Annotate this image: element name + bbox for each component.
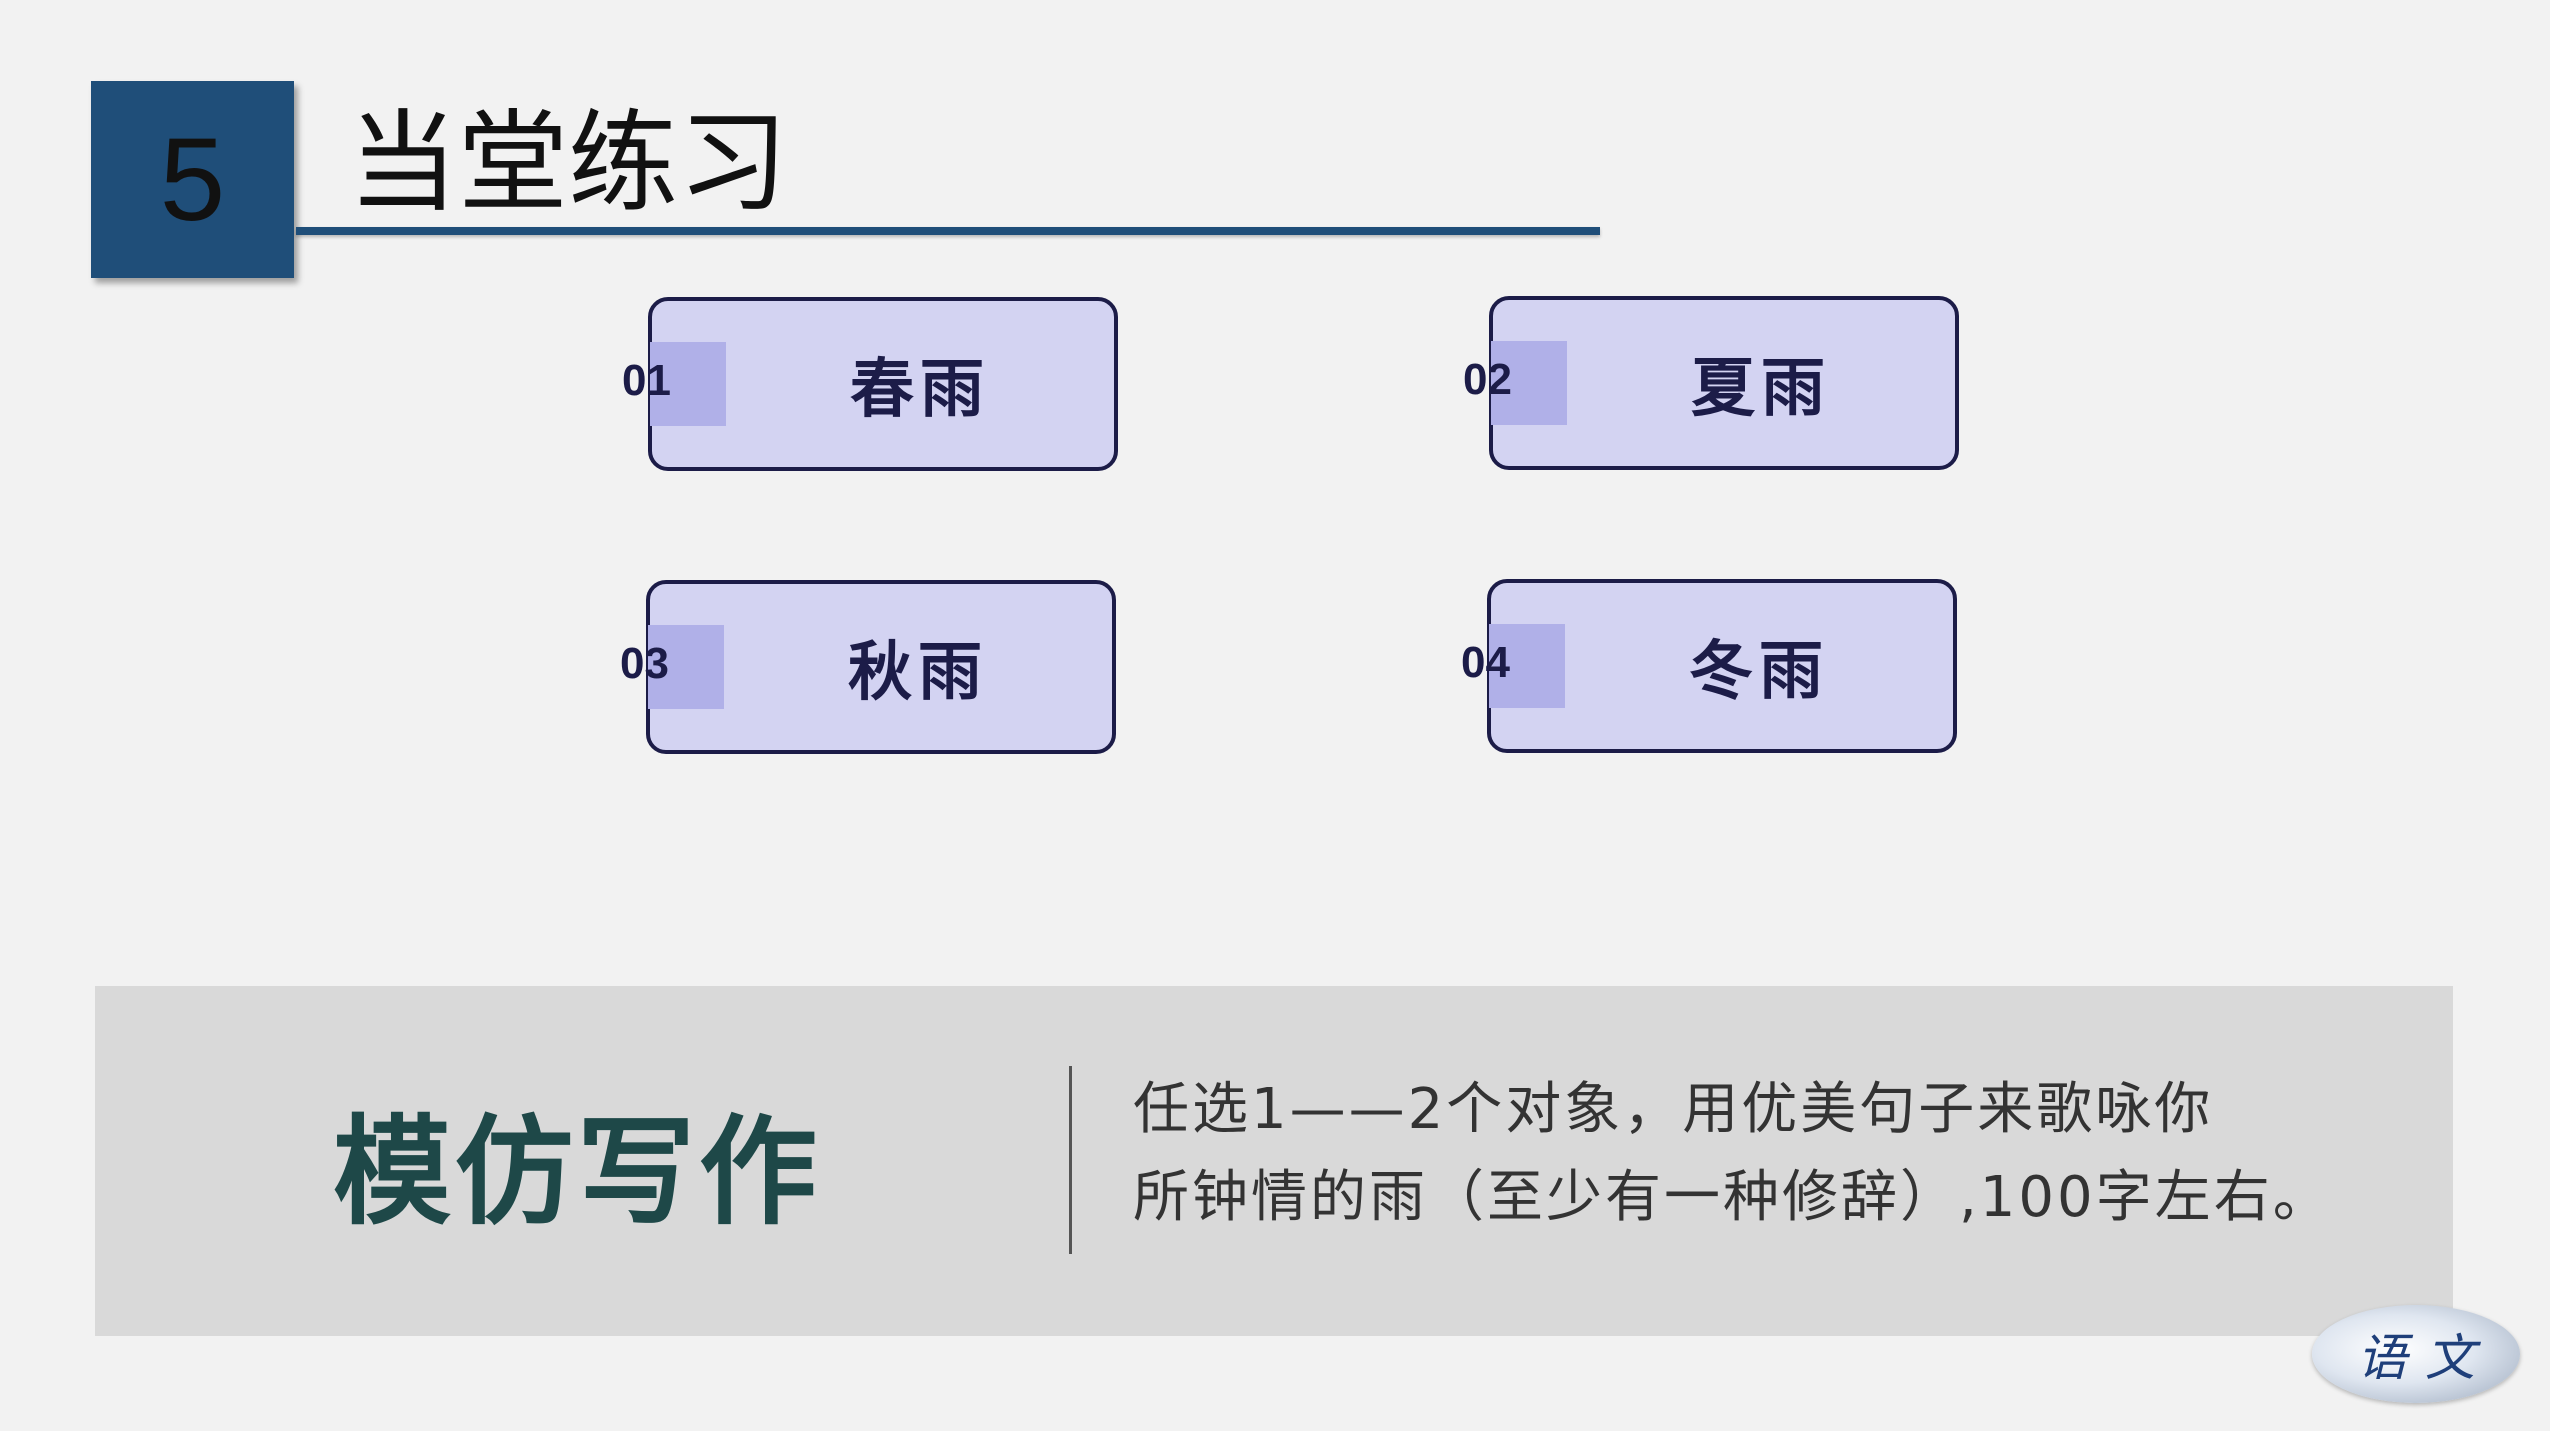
card-number: 04 <box>1461 638 1510 687</box>
card-number: 02 <box>1463 355 1512 404</box>
card-tab <box>650 342 726 426</box>
panel-divider <box>1069 1066 1072 1254</box>
card-label: 春雨 <box>850 353 990 427</box>
card-label: 夏雨 <box>1691 352 1831 426</box>
slide-title: 当堂练习 <box>348 99 788 227</box>
card-number: 03 <box>620 639 669 688</box>
panel-instructions: 任选1——2个对象，用优美句子来歌咏你 所钟情的雨（至少有一种修辞）,100字左… <box>1133 1066 2433 1242</box>
card-spring-rain[interactable]: 01 春雨 <box>622 297 1118 471</box>
panel-title: 模仿写作 <box>333 1102 822 1241</box>
card-tab <box>648 625 724 709</box>
chinese-subject-logo: 语文 <box>2312 1305 2520 1403</box>
card-tab <box>1491 341 1567 425</box>
logo-text: 语文 <box>2357 1329 2493 1387</box>
card-label: 秋雨 <box>848 636 988 710</box>
card-tab <box>1489 624 1565 708</box>
card-autumn-rain[interactable]: 03 秋雨 <box>620 580 1116 754</box>
section-number-box: 5 <box>91 81 294 278</box>
card-label: 冬雨 <box>1689 635 1829 709</box>
writing-task-panel: 模仿写作 任选1——2个对象，用优美句子来歌咏你 所钟情的雨（至少有一种修辞）,… <box>95 986 2453 1336</box>
instruction-line: 所钟情的雨（至少有一种修辞）,100字左右。 <box>1133 1165 2332 1230</box>
card-winter-rain[interactable]: 04 冬雨 <box>1461 579 1957 753</box>
card-number: 01 <box>622 356 671 405</box>
title-underline <box>296 227 1600 235</box>
instruction-line: 任选1——2个对象，用优美句子来歌咏你 <box>1133 1077 2214 1142</box>
section-number: 5 <box>159 113 226 246</box>
card-summer-rain[interactable]: 02 夏雨 <box>1463 296 1959 470</box>
